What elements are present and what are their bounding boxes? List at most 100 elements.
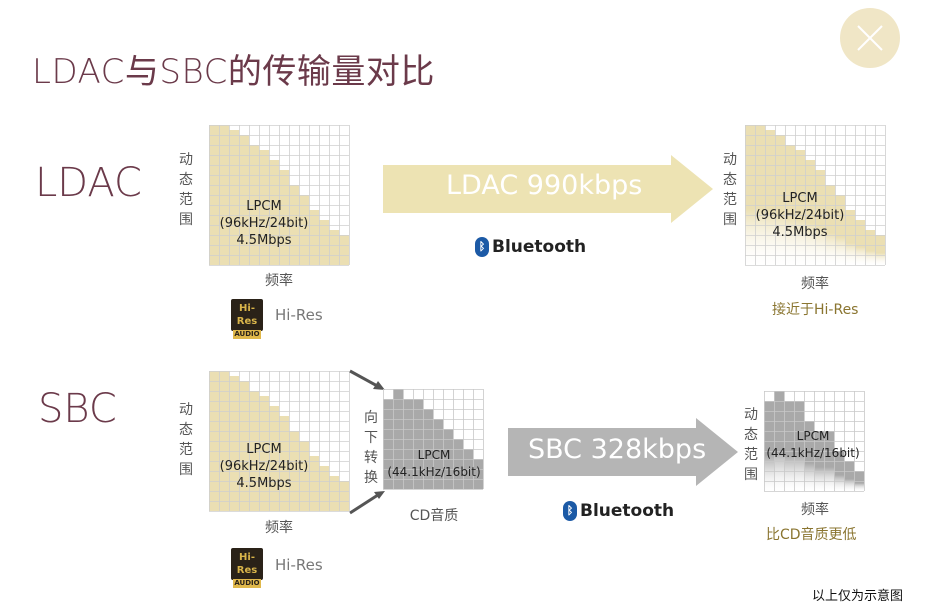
- x-axis-label: 频率: [801, 276, 829, 292]
- grid-fill-column: [259, 150, 269, 265]
- grid-fill-column: [383, 399, 393, 489]
- lpcm-text: LPCM: [246, 442, 282, 457]
- grid-fill-column: [755, 125, 765, 265]
- y-axis-label: 动态范围: [744, 407, 758, 483]
- downconvert-arrows: [349, 369, 385, 515]
- grid-fill-column: [875, 235, 885, 265]
- x-axis-label: 频率: [265, 520, 293, 536]
- grid-fill-column: [844, 461, 854, 491]
- spec-text: (44.1kHz/16bit): [766, 446, 860, 460]
- sbc-source-grid: [209, 371, 350, 512]
- y-axis-label: 动态范围: [723, 152, 737, 228]
- bluetooth-text: Bluetooth: [580, 501, 675, 521]
- grid-fill-column: [329, 476, 339, 511]
- grid-fill-column: [433, 419, 443, 489]
- grid-fill-column: [764, 401, 774, 491]
- sbc-result-label: LPCM (44.1kHz/16bit): [762, 428, 864, 462]
- grid-fill-column: [784, 401, 794, 491]
- grid-fill-column: [413, 399, 423, 489]
- sbc-row-label: SBC: [38, 386, 117, 432]
- y-axis-label: 动态范围: [179, 152, 193, 228]
- grid-fill-column: [219, 371, 229, 511]
- grid-fill-column: [463, 449, 473, 489]
- ldac-bitrate: LDAC 990kbps: [446, 170, 643, 201]
- grid-fill-column: [279, 416, 289, 511]
- grid-fill-column: [289, 185, 299, 265]
- grid-fill-column: [309, 210, 319, 265]
- sbc-bitrate: SBC 328kbps: [528, 434, 707, 465]
- hires-label: Hi-Res: [275, 556, 323, 574]
- lpcm-text: LPCM: [246, 199, 282, 214]
- x-axis-label: 频率: [801, 502, 829, 518]
- grid-fill-column: [775, 135, 785, 265]
- sbc-result-grid: [764, 391, 865, 492]
- ldac-result-grid: [745, 125, 886, 266]
- grid-fill-column: [319, 220, 329, 265]
- grid-fill-column: [805, 160, 815, 265]
- grid-fill-column: [339, 235, 349, 265]
- grid-fill-column: [765, 130, 775, 265]
- grid-fill-column: [403, 399, 413, 489]
- grid-fill-column: [249, 145, 259, 265]
- grid-fill-column: [229, 376, 239, 511]
- grid-fill-column: [855, 220, 865, 265]
- close-button[interactable]: [840, 8, 900, 68]
- grid-fill-column: [835, 195, 845, 265]
- sbc-arrow: [508, 418, 738, 486]
- grid-fill-column: [453, 439, 463, 489]
- spec-text: (96kHz/24bit): [219, 216, 309, 231]
- grid-fill-column: [269, 406, 279, 511]
- grid-fill-column: [239, 381, 249, 511]
- sbc-source-label: LPCM (96kHz/24bit) 4.5Mbps: [209, 441, 319, 492]
- rate-text: 4.5Mbps: [236, 476, 292, 491]
- ldac-arrow: [383, 155, 713, 223]
- grid-fill-column: [795, 150, 805, 265]
- grid-fill-column: [443, 429, 453, 489]
- grid-fill-column: [473, 459, 483, 489]
- grid-fill-column: [299, 195, 309, 265]
- grid-fill-column: [785, 145, 795, 265]
- grid-fill-column: [279, 170, 289, 265]
- grid-fill-column: [804, 421, 814, 491]
- cd-grid-label: LPCM (44.1kHz/16bit): [383, 447, 485, 481]
- grid-fill-column: [229, 130, 239, 265]
- grid-fill-column: [249, 391, 259, 511]
- grid-fill-column: [865, 230, 875, 265]
- footer-note: 以上仅为示意图: [812, 589, 904, 604]
- ldac-row-label: LDAC: [35, 160, 142, 206]
- ldac-result-note: 接近于Hi-Res: [772, 302, 859, 318]
- bluetooth-icon: ᛒ: [563, 501, 577, 521]
- grid-fill-column: [845, 210, 855, 265]
- spec-text: (96kHz/24bit): [219, 459, 309, 474]
- bluetooth-icon: ᛒ: [475, 237, 489, 257]
- ldac-source-label: LPCM (96kHz/24bit) 4.5Mbps: [209, 198, 319, 249]
- grid-fill-column: [393, 389, 403, 489]
- cd-grid: [383, 389, 484, 490]
- rate-text: 4.5Mbps: [772, 225, 828, 240]
- grid-fill-column: [825, 185, 835, 265]
- grid-fill-column: [319, 466, 329, 511]
- badge-bottom: AUDIO: [233, 330, 261, 339]
- grid-fill-column: [309, 456, 319, 511]
- grid-fill-column: [794, 401, 804, 491]
- grid-fill-column: [209, 125, 219, 265]
- grid-fill-column: [815, 170, 825, 265]
- bluetooth-text: Bluetooth: [492, 237, 587, 257]
- cd-quality-label: CD音质: [409, 508, 459, 524]
- rate-text: 4.5Mbps: [236, 233, 292, 248]
- grid-fill-column: [329, 230, 339, 265]
- page-title: LDAC与SBC的传输量对比: [32, 52, 435, 92]
- ldac-result-label: LPCM (96kHz/24bit) 4.5Mbps: [745, 190, 855, 241]
- grid-fill-column: [824, 431, 834, 491]
- lpcm-text: LPCM: [417, 448, 451, 462]
- ldac-source-grid: [209, 125, 350, 266]
- downconvert-label: 向下转换: [364, 410, 378, 486]
- grid-fill-column: [423, 409, 433, 489]
- badge-top: Hi-Res: [236, 303, 258, 327]
- close-icon: [857, 25, 883, 51]
